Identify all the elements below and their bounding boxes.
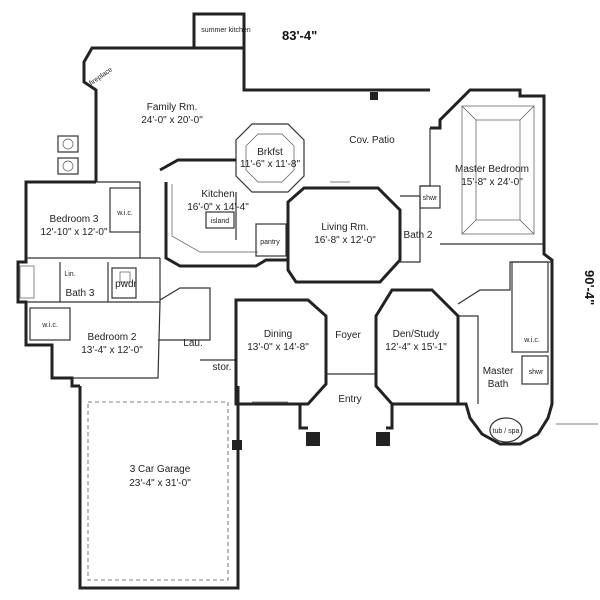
dimension-width: 83'-4" [282, 28, 317, 43]
dining-name: Dining [264, 329, 292, 340]
kitchen-size: 16'-0" x 14'-4" [187, 202, 249, 213]
wic-label-1: w.i.c. [116, 210, 133, 217]
kitchen-name: Kitchen [201, 189, 234, 200]
pwdr-label: pwdr [115, 279, 137, 290]
bedroom2-name: Bedroom 2 [88, 332, 137, 343]
den-name: Den/Study [393, 329, 440, 340]
tub-label: tub / spa [493, 428, 520, 435]
wic-label-2: w.i.c. [41, 322, 58, 329]
bath2-label: Bath 2 [404, 230, 433, 241]
living-room-name: Living Rm. [321, 222, 368, 233]
master-bedroom-size: 15'-8" x 24'-0" [461, 177, 523, 188]
garage-size: 23'-4" x 31'-0" [129, 478, 191, 489]
interior-walls [19, 92, 598, 581]
room-labels: summer kitchen fireplace Family Rm. 24'-… [40, 27, 544, 489]
lin-label: Lin. [64, 271, 75, 278]
wic-label-3: w.i.c. [523, 337, 540, 344]
bath3-label: Bath 3 [66, 288, 95, 299]
pantry-label: pantry [260, 239, 280, 246]
living-room-size: 16'-8" x 12'-0" [314, 235, 376, 246]
bedroom3-name: Bedroom 3 [50, 214, 99, 225]
stor-label: stor. [213, 362, 232, 373]
master-bath-name: Master [483, 366, 514, 377]
fireplace-label: fireplace [88, 66, 114, 87]
entry-label: Entry [338, 394, 361, 405]
brkfst-name: Brkfst [257, 147, 283, 158]
dimension-depth: 90'-4" [582, 270, 597, 305]
summer-kitchen-label: summer kitchen [201, 27, 251, 34]
shwr-label-1: shwr [423, 195, 438, 202]
laundry-label: Lau. [183, 338, 202, 349]
bedroom3-size: 12'-10" x 12'-0" [40, 227, 108, 238]
foyer-label: Foyer [335, 330, 361, 341]
island-label: island [211, 218, 229, 225]
master-bath-suffix: Bath [488, 379, 509, 390]
bedroom2-size: 13'-4" x 12'-0" [81, 345, 143, 356]
shwr-label-2: shwr [529, 369, 544, 376]
cov-patio-label: Cov. Patio [349, 135, 395, 146]
family-room-size: 24'-0" x 20'-0" [141, 115, 203, 126]
family-room-name: Family Rm. [147, 102, 198, 113]
brkfst-size: 11'-6" x 11'-8" [240, 159, 300, 170]
den-size: 12'-4" x 15'-1" [385, 342, 447, 353]
garage-name: 3 Car Garage [130, 464, 191, 475]
dining-size: 13'-0" x 14'-8" [247, 342, 309, 353]
master-bedroom-name: Master Bedroom [455, 164, 529, 175]
